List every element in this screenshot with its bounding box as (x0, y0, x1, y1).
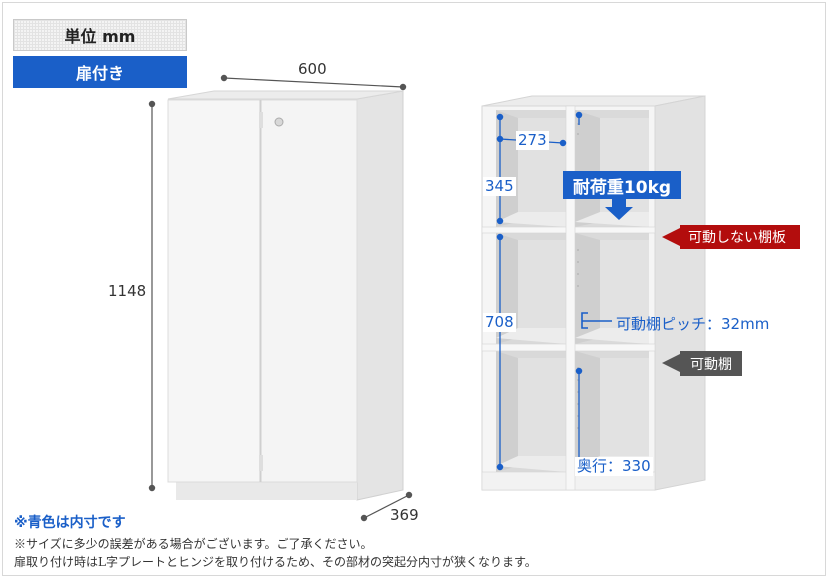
lock-icon (274, 117, 284, 127)
inner-depth-label: 奥行：330 (575, 457, 653, 476)
pitch-bracket (581, 312, 612, 329)
load-capacity-label: 耐荷重10kg (563, 171, 681, 199)
fixed-shelf-arrow-icon (662, 227, 682, 247)
inner-top-height-label: 345 (483, 177, 516, 196)
door-install-note: 扉取り付け時はL字プレートとヒンジを取り付けるため、その部材の突起分内寸が狭くな… (14, 555, 537, 569)
inner-width-label: 273 (516, 131, 549, 150)
shelf-pitch-label: 可動棚ピッチ：32mm (616, 315, 770, 333)
closed-cabinet (167, 90, 404, 501)
door-type-tag: 扉付き (13, 56, 187, 88)
load-arrow-icon (605, 198, 633, 220)
movable-shelf-arrow-icon (662, 353, 682, 373)
depth-label: 369 (390, 506, 419, 524)
left-door (167, 99, 261, 483)
open-shelf-cabinet (481, 95, 706, 491)
right-door (260, 99, 358, 483)
height-label: 1148 (108, 282, 147, 300)
tolerance-note: ※サイズに多少の誤差がある場合がございます。ご了承ください。 (14, 537, 373, 551)
movable-shelf-callout: 可動棚 (680, 351, 742, 376)
fixed-shelf-callout: 可動しない棚板 (680, 225, 800, 249)
inner-size-note: ※青色は内寸です (14, 515, 126, 531)
width-label: 600 (298, 60, 327, 78)
unit-tag: 単位 mm (13, 19, 187, 51)
inner-lower-height-label: 708 (483, 313, 516, 332)
outer-dimension-lines (148, 74, 413, 522)
inner-dimension-lines (496, 111, 583, 471)
